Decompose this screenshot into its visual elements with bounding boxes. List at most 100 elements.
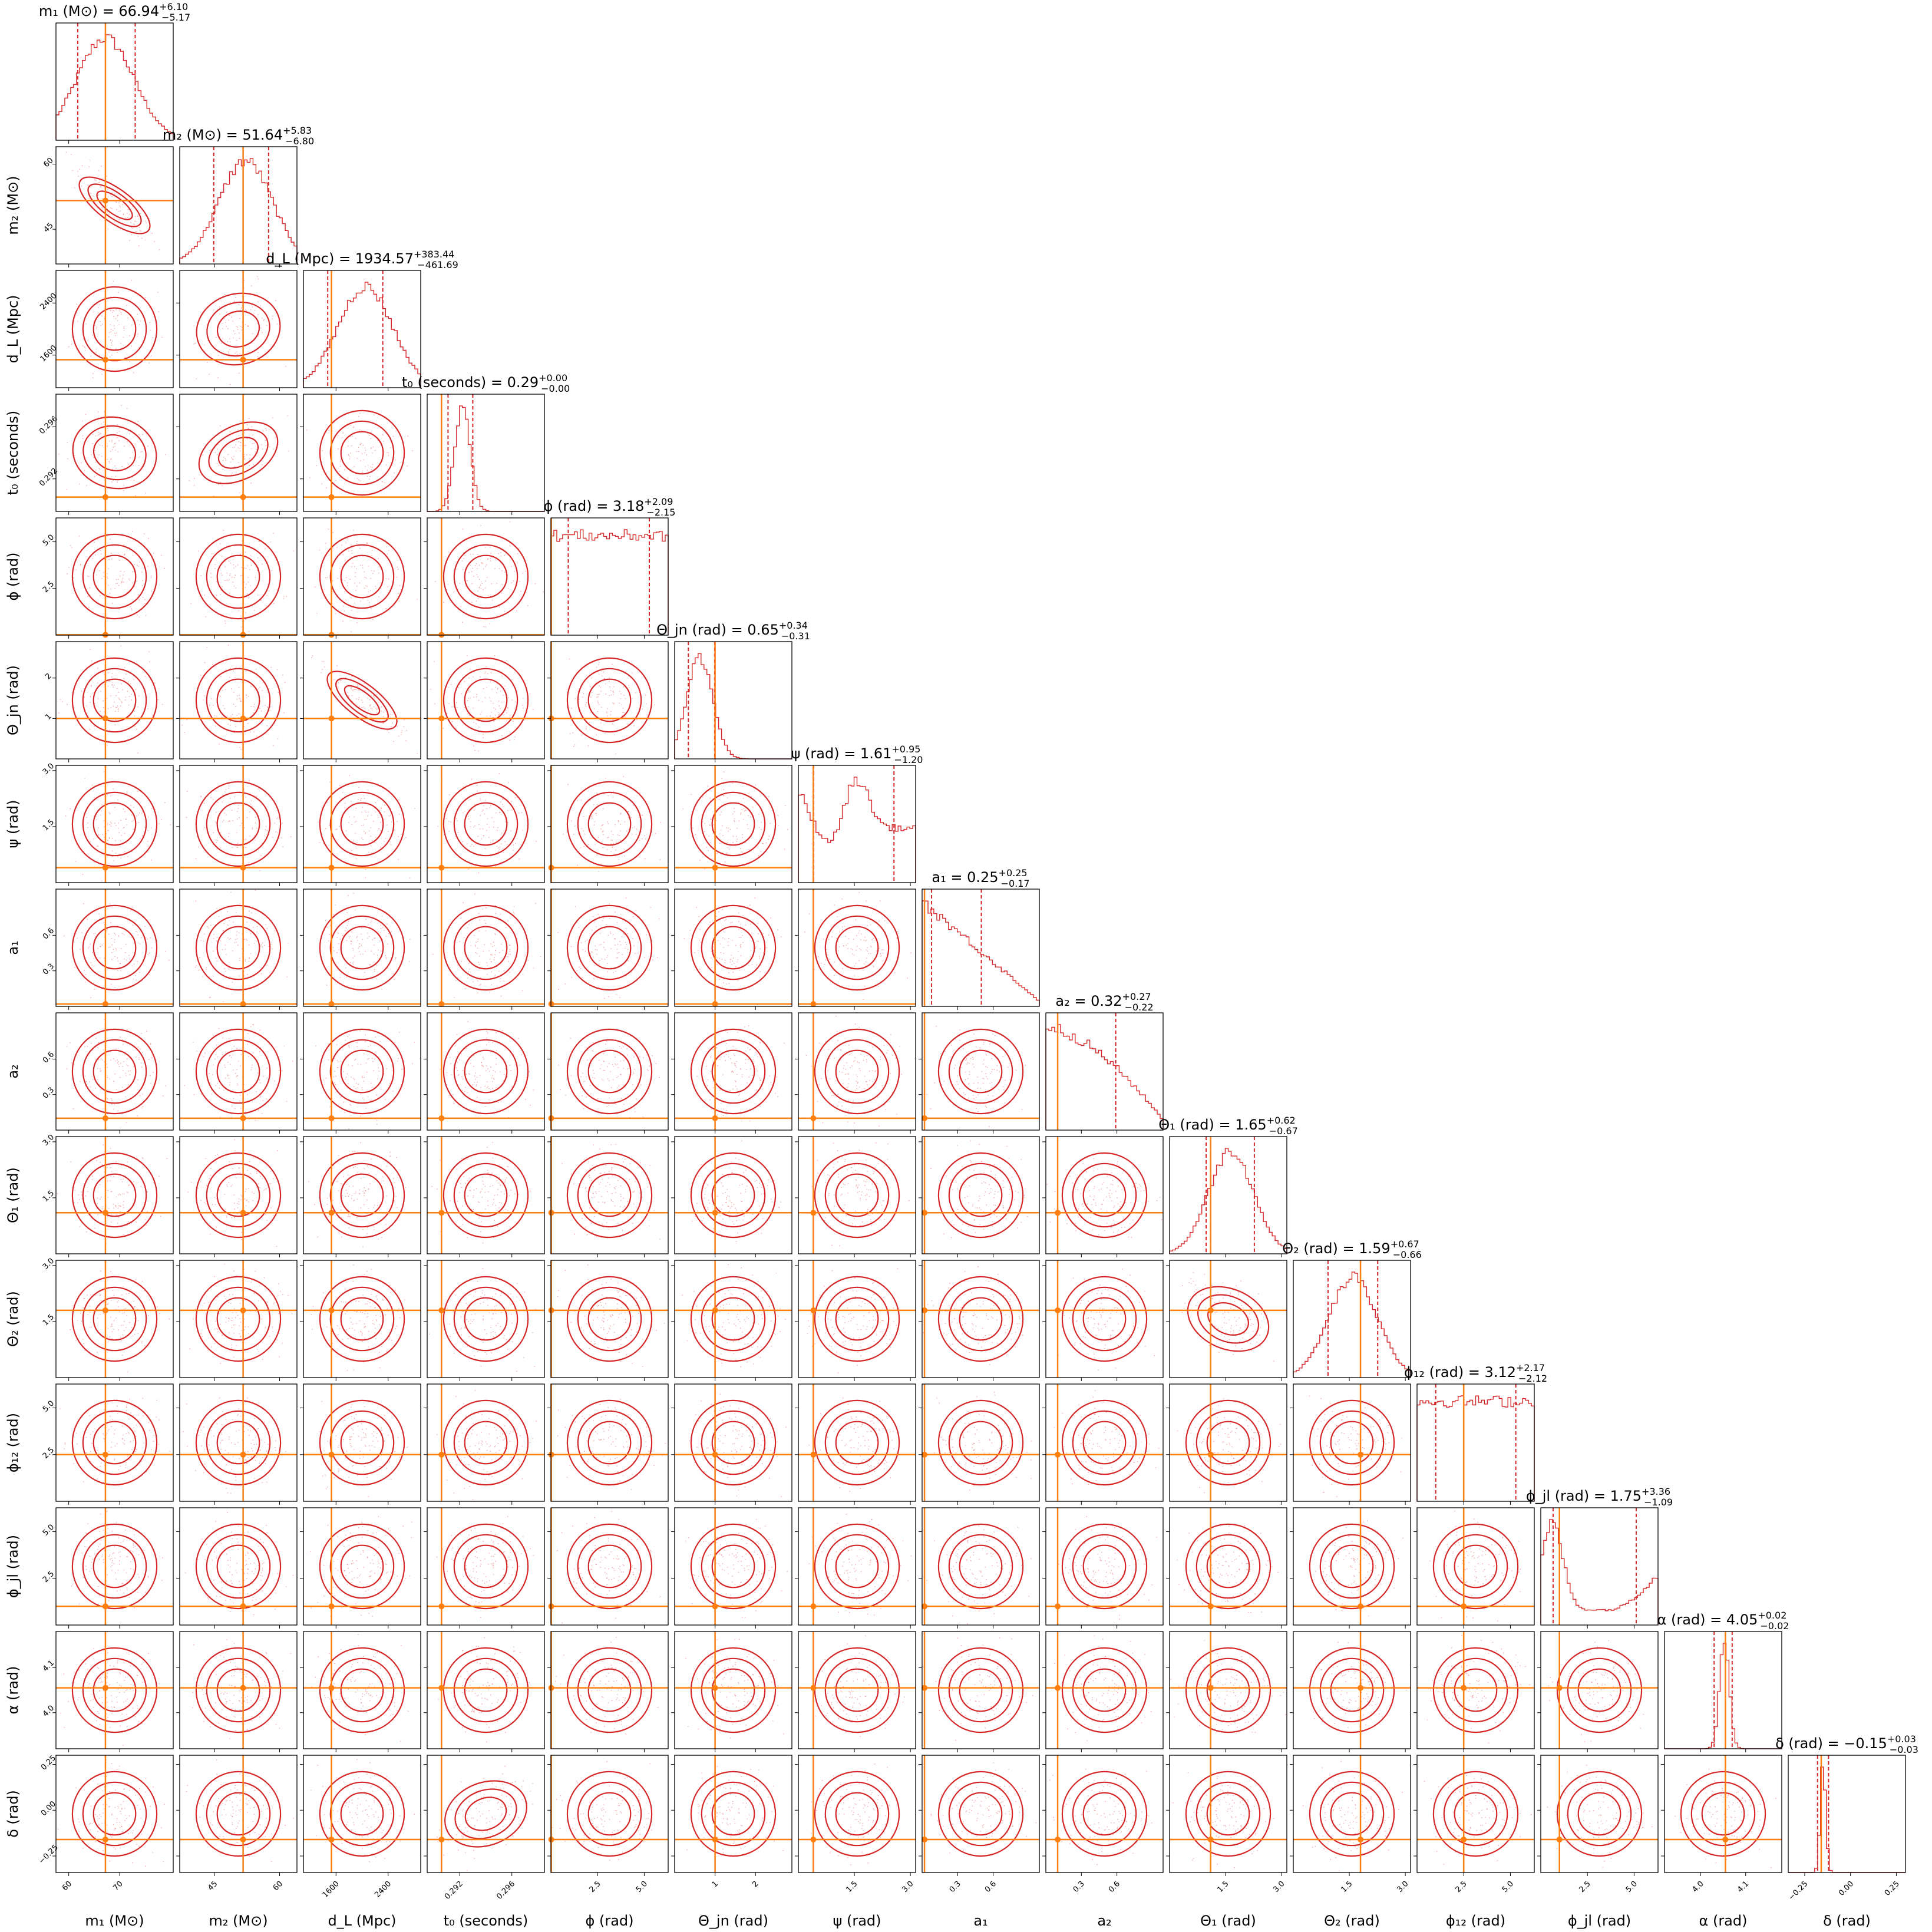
sample-point <box>777 814 779 816</box>
contour-level-3 <box>195 657 282 744</box>
sample-point <box>204 1052 206 1054</box>
sample-point <box>232 458 233 460</box>
sample-point <box>366 1071 368 1073</box>
sample-point <box>977 1111 979 1112</box>
sample-point <box>745 810 747 811</box>
sample-point <box>76 303 77 305</box>
sample-point <box>412 1063 413 1065</box>
sample-point <box>348 822 349 823</box>
sample-point <box>110 310 111 312</box>
sample-point <box>607 934 609 936</box>
sample-point <box>158 823 160 824</box>
sample-point <box>713 949 714 951</box>
sample-point <box>936 1025 937 1027</box>
sample-point <box>212 705 214 706</box>
sample-point <box>235 666 237 668</box>
sample-point <box>136 931 137 932</box>
sample-point <box>440 1068 441 1070</box>
sample-point <box>620 824 622 825</box>
panel-title-dL: d_L (Mpc) = 1934.57+383.44−461.69 <box>266 249 458 270</box>
sample-point <box>145 220 146 222</box>
contour-level-3 <box>690 781 777 867</box>
sample-point <box>728 944 729 946</box>
sample-point <box>491 1081 493 1082</box>
sample-point <box>977 1082 979 1084</box>
sample-point <box>81 420 83 422</box>
sample-point <box>107 1076 108 1078</box>
sample-point <box>853 1100 854 1102</box>
sample-point <box>240 1108 242 1109</box>
sample-point <box>246 438 248 440</box>
sample-point <box>107 840 109 841</box>
sample-point <box>144 239 146 241</box>
sample-point <box>114 1073 116 1075</box>
sample-point <box>244 567 246 569</box>
sample-point <box>325 920 326 922</box>
sample-point <box>729 828 731 830</box>
sample-point <box>259 1082 261 1084</box>
sample-point <box>99 1198 101 1200</box>
truth-marker <box>102 494 108 500</box>
sample-point <box>630 972 632 973</box>
sample-point <box>617 1064 619 1065</box>
truth-marker <box>240 356 246 363</box>
sample-point <box>592 1050 593 1052</box>
sample-point <box>118 692 120 693</box>
sample-point <box>574 825 576 827</box>
sample-point <box>599 944 600 946</box>
sample-point <box>257 323 258 324</box>
sample-point <box>353 949 354 951</box>
sample-point <box>597 696 599 698</box>
sample-point <box>261 317 263 319</box>
sample-point <box>734 811 735 813</box>
sample-point <box>504 572 506 573</box>
sample-point <box>98 454 100 455</box>
sample-point <box>838 931 840 933</box>
sample-point <box>75 569 77 571</box>
sample-point <box>223 820 224 821</box>
sample-point <box>132 924 134 926</box>
sample-point <box>742 837 743 838</box>
sample-point <box>599 662 600 663</box>
truth-marker <box>438 715 445 722</box>
sample-point <box>233 567 235 569</box>
sample-point <box>375 802 377 804</box>
sample-point <box>82 345 84 346</box>
sample-point <box>115 468 117 470</box>
sample-point <box>147 954 149 955</box>
sample-point <box>236 818 238 820</box>
sample-point <box>351 932 353 933</box>
sample-point <box>598 870 599 872</box>
sample-point <box>100 711 101 712</box>
sample-point <box>370 438 372 439</box>
sample-point <box>150 577 152 579</box>
sample-point <box>147 566 148 567</box>
contour-level-1 <box>711 926 755 970</box>
contour-level-3 <box>566 781 653 867</box>
sample-point <box>737 1088 738 1089</box>
sample-point <box>612 691 614 692</box>
sample-point <box>826 949 827 950</box>
sample-point <box>478 699 480 701</box>
sample-point <box>471 778 473 780</box>
sample-point <box>965 1071 966 1073</box>
sample-point <box>380 582 382 584</box>
sample-point <box>992 1033 993 1035</box>
sample-point <box>605 1043 606 1045</box>
sample-point <box>137 614 138 616</box>
sample-point <box>469 1074 470 1075</box>
sample-point <box>570 820 572 822</box>
sample-point <box>95 932 97 934</box>
sample-point <box>734 1080 736 1082</box>
sample-point <box>222 574 223 576</box>
sample-point <box>417 599 418 600</box>
sample-point <box>147 445 148 447</box>
sample-point <box>722 982 724 984</box>
sample-point <box>389 814 391 816</box>
sample-point <box>240 450 241 452</box>
sample-point <box>127 441 128 442</box>
sample-point <box>583 1108 584 1109</box>
sample-point <box>135 1056 137 1058</box>
sample-point <box>635 909 637 911</box>
sample-point <box>758 933 759 934</box>
